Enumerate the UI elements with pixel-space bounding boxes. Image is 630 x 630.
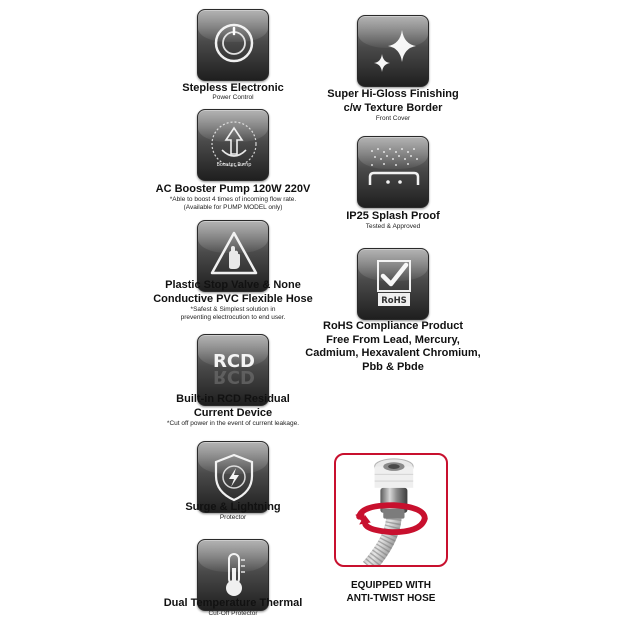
svg-text:RCD: RCD <box>213 351 255 372</box>
feature-subtitle: Front Cover <box>375 115 411 122</box>
anti-twist-hose-icon <box>334 453 448 567</box>
feature-title: AC Booster Pump 120W 220V <box>155 183 311 195</box>
feature-title: Built-in RCD Residual Current Device <box>176 393 290 419</box>
feature-title: IP25 Splash Proof <box>346 210 440 222</box>
svg-text:RoHS: RoHS <box>381 296 407 306</box>
feature-subtitle: Protector <box>219 514 247 521</box>
feature-title: Surge & Lightning <box>185 501 281 513</box>
feature-subtitle: *Safest & Simplest solution in preventin… <box>180 306 286 321</box>
thermometer-icon <box>197 539 269 611</box>
power-dial-icon <box>197 9 269 81</box>
feature-subtitle: *Able to boost 4 times of incoming flow … <box>169 196 297 211</box>
feature-subtitle: Power Control <box>212 94 254 101</box>
pump-booster-icon: Booster Pump <box>197 109 269 181</box>
sparkle-icon <box>357 15 429 87</box>
feature-subtitle: *Cut off power in the event of current l… <box>166 420 300 427</box>
feature-title: Dual Temperature Thermal <box>163 597 303 609</box>
rcd-icon: RCD RCD <box>197 334 269 406</box>
splash-proof-icon <box>357 136 429 208</box>
svg-text:Booster Pump: Booster Pump <box>217 162 252 168</box>
feature-title: RoHS Compliance Product Free From Lead, … <box>305 320 481 373</box>
rohs-check-icon: RoHS <box>357 248 429 320</box>
feature-title: EQUIPPED WITH ANTI-TWIST HOSE <box>346 580 436 604</box>
feature-title: Plastic Stop Valve & None Conductive PVC… <box>153 279 313 305</box>
hand-warning-icon <box>197 220 269 292</box>
feature-subtitle: Tested & Approved <box>365 223 421 230</box>
svg-text:RCD: RCD <box>213 366 255 387</box>
feature-title: Super Hi-Gloss Finishing c/w Texture Bor… <box>327 88 459 114</box>
feature-title: Stepless Electronic <box>182 82 284 94</box>
lightning-shield-icon <box>197 441 269 513</box>
feature-subtitle: Cut-Off Protector <box>208 610 258 617</box>
